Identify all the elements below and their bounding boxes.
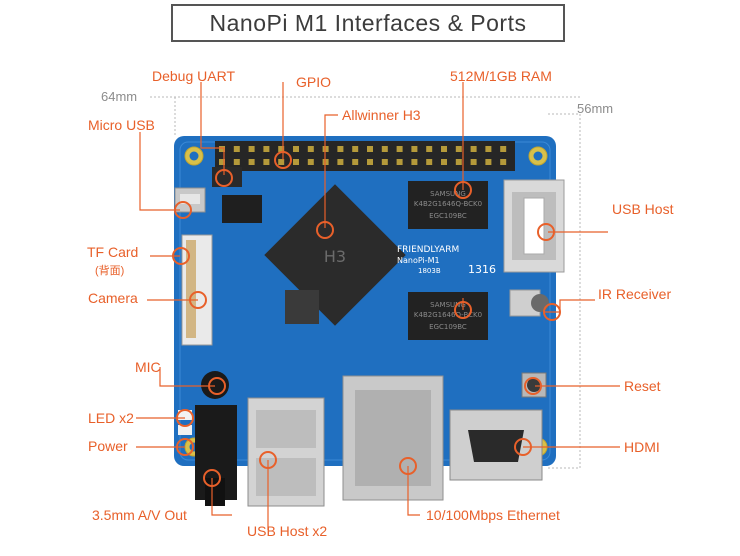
gpio-pin <box>263 146 270 152</box>
callout-marker <box>399 457 417 475</box>
board-date: 1803B <box>418 267 441 275</box>
gpio-pin <box>233 146 240 152</box>
gpio-pin <box>367 146 373 152</box>
callout-marker <box>189 291 207 309</box>
gpio-pin <box>367 159 373 165</box>
callout-marker <box>454 181 472 199</box>
dimension-lines <box>150 96 581 469</box>
gpio-pin <box>500 146 507 152</box>
callout-marker <box>176 438 194 456</box>
page-title: NanoPi M1 Interfaces & Ports <box>171 4 565 42</box>
ram-chip-bottom <box>408 292 488 340</box>
callout-marker <box>316 221 334 239</box>
callout-marker <box>543 303 561 321</box>
gpio-pin <box>381 159 388 165</box>
gpio-pin <box>411 146 418 152</box>
callout-marker <box>274 151 292 169</box>
gpio-pin <box>470 146 477 152</box>
gpio-pin <box>219 159 225 165</box>
gpio-pin <box>411 159 418 165</box>
gpio-pin <box>293 146 299 152</box>
board-model: NanoPi-M1 <box>397 256 440 265</box>
gpio-pin <box>248 159 255 165</box>
cpu-mark: H3 <box>324 247 346 266</box>
label-power: Power <box>88 438 128 454</box>
callout-marker <box>514 438 532 456</box>
label-led: LED x2 <box>88 410 134 426</box>
gpio-pin <box>455 146 462 152</box>
callout-marker <box>454 301 472 319</box>
label-allwinner: Allwinner H3 <box>342 107 421 123</box>
callout-marker <box>203 469 221 487</box>
gpio-pin <box>248 146 255 152</box>
label-mic: MIC <box>135 359 161 375</box>
gpio-pin <box>293 159 299 165</box>
gpio-pin <box>426 146 433 152</box>
gpio-pin <box>278 159 285 165</box>
ram-chip-text-top-brand: SAMSUNG <box>430 190 466 198</box>
callout-marker <box>259 451 277 469</box>
label-reset: Reset <box>624 378 661 394</box>
label-ir-receiver: IR Receiver <box>598 286 672 302</box>
gpio-pin <box>219 146 225 152</box>
gpio-pin <box>337 159 344 165</box>
label-ethernet: 10/100Mbps Ethernet <box>426 507 560 523</box>
gpio-pin <box>426 159 433 165</box>
label-gpio: GPIO <box>296 74 332 90</box>
gpio-pin <box>500 159 507 165</box>
label-micro-usb: Micro USB <box>88 117 155 133</box>
label-usb-host-x2: USB Host x2 <box>247 523 328 539</box>
board-brand: FRIENDLYARM <box>397 245 459 255</box>
label-av-out: 3.5mm A/V Out <box>92 507 187 523</box>
height-dimension: 56mm <box>577 101 614 116</box>
gpio-pin <box>337 146 344 152</box>
gpio-pin <box>381 146 388 152</box>
callout-marker <box>524 377 542 395</box>
gpio-pin <box>307 146 314 152</box>
ram-chip-text-top-part: K4B2G1646Q-BCK0 <box>414 200 482 208</box>
gpio-pin <box>455 159 462 165</box>
gpio-pin <box>441 146 447 152</box>
gpio-pin <box>278 146 285 152</box>
gpio-header <box>215 141 515 171</box>
gpio-pin <box>485 146 492 152</box>
callout-marker <box>176 409 194 427</box>
gpio-pin <box>485 159 492 165</box>
callout-marker <box>172 247 190 265</box>
ram-chip-top <box>408 181 488 229</box>
label-camera: Camera <box>88 290 138 306</box>
label-tf-card: TF Card <box>87 244 139 260</box>
callout-marker <box>208 377 226 395</box>
callout-marker <box>537 223 555 241</box>
board-number: 1316 <box>468 263 496 276</box>
gpio-pin <box>352 159 359 165</box>
gpio-pin <box>396 146 403 152</box>
ram-chip-text-top-code: EGC109BC <box>429 212 467 220</box>
gpio-pin <box>441 159 447 165</box>
ram-chip-text-bottom-code: EGC109BC <box>429 323 467 331</box>
gpio-pin <box>263 159 270 165</box>
width-dimension: 64mm <box>101 89 138 104</box>
ram-chip-text-bottom-brand: SAMSUNG <box>430 301 466 309</box>
label-usb-host: USB Host <box>612 201 674 217</box>
label-debug-uart: Debug UART <box>152 68 236 84</box>
callout-marker <box>174 201 192 219</box>
gpio-pin <box>396 159 403 165</box>
gpio-pin <box>470 159 477 165</box>
gpio-pin <box>233 159 240 165</box>
callout-lines <box>136 82 620 530</box>
label-hdmi: HDMI <box>624 439 660 455</box>
gpio-pin <box>307 159 314 165</box>
gpio-pin <box>352 146 359 152</box>
label-tf-card-note: (背面) <box>95 265 125 277</box>
label-ram: 512M/1GB RAM <box>450 68 552 84</box>
ram-chip-text-bottom-part: K4B2G1646Q-BCK0 <box>414 311 482 319</box>
callout-marker <box>215 169 233 187</box>
